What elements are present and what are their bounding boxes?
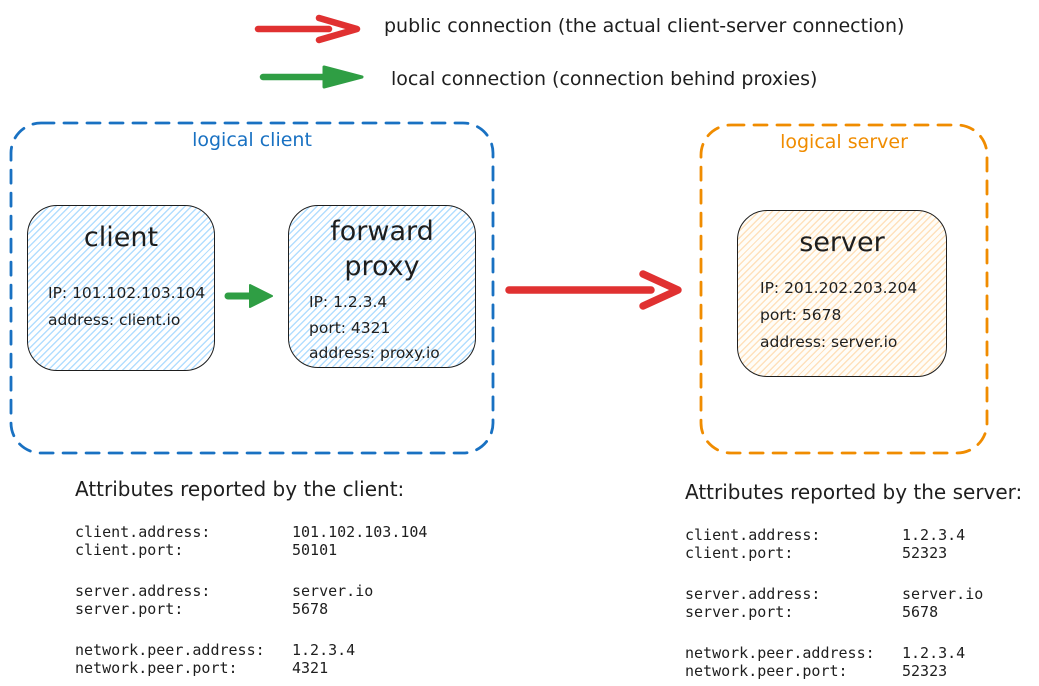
logical-server-box [699,123,989,455]
client-report-group-server: server.address: server.io server.port: 5… [75,582,465,618]
attr-row: server.address: server.io [685,585,1039,603]
attr-key: client.port: [75,541,184,559]
attr-value: 4321 [292,659,329,677]
attr-row: network.peer.port: 52323 [685,662,1039,680]
attr-value: 1.2.3.4 [902,644,966,662]
forward-proxy-node-details: IP: 1.2.3.4 port: 4321 address: proxy.io [309,290,440,367]
public-connection-label: public connection (the actual client-ser… [384,15,905,37]
attr-value: server.io [902,585,984,603]
server-report-group-client: client.address: 1.2.3.4 client.port: 523… [685,526,1039,562]
attr-value: 1.2.3.4 [292,641,356,659]
attr-value: 52323 [902,544,948,562]
forward-proxy-node: forward proxy IP: 1.2.3.4 port: 4321 add… [288,205,476,368]
attr-key: client.port: [685,544,794,562]
client-node: client IP: 101.102.103.104 address: clie… [27,205,215,371]
server-node: server IP: 201.202.203.204 port: 5678 ad… [737,210,947,377]
server-node-details: IP: 201.202.203.204 port: 5678 address: … [760,275,917,356]
logical-client-box [9,121,495,455]
attr-key: client.address: [685,526,821,544]
client-node-address: address: client.io [48,311,181,329]
attr-row: client.address: 1.2.3.4 [685,526,1039,544]
forward-proxy-node-title: forward proxy [330,216,434,282]
attr-key: network.peer.address: [685,644,875,662]
server-report-title: Attributes reported by the server: [685,480,1023,504]
server-node-port: port: 5678 [760,306,842,324]
server-report-group-server: server.address: server.io server.port: 5… [685,585,1039,621]
forward-proxy-node-ip: IP: 1.2.3.4 [309,293,388,311]
attr-row: client.address: 101.102.103.104 [75,523,465,541]
attr-key: network.peer.port: [75,659,238,677]
attr-row: server.address: server.io [75,582,465,600]
attr-key: server.port: [75,600,184,618]
server-report: Attributes reported by the server: clien… [685,480,1039,686]
forward-proxy-node-address: address: proxy.io [309,344,440,362]
client-node-ip: IP: 101.102.103.104 [48,284,206,302]
attr-row: client.port: 52323 [685,544,1039,562]
forward-proxy-node-port: port: 4321 [309,318,391,337]
attr-row: network.peer.port: 4321 [75,659,465,677]
server-node-address: address: server.io [760,333,898,351]
client-report-title: Attributes reported by the client: [75,477,405,501]
client-report-group-client: client.address: 101.102.103.104 client.p… [75,523,465,559]
client-report: Attributes reported by the client: clien… [75,477,465,686]
attr-value: 1.2.3.4 [902,526,966,544]
attr-value: 50101 [292,541,338,559]
logical-client-label: logical client [192,129,312,151]
server-node-title: server [799,227,885,258]
attr-key: network.peer.address: [75,641,265,659]
client-report-group-network-peer: network.peer.address: 1.2.3.4 network.pe… [75,641,465,677]
attr-value: 52323 [902,662,948,680]
attr-value: server.io [292,582,374,600]
attr-row: network.peer.address: 1.2.3.4 [75,641,465,659]
public-connection-arrow-icon [254,14,361,44]
attr-key: server.address: [685,585,821,603]
server-node-ip: IP: 201.202.203.204 [760,279,918,297]
local-connection-arrow-icon [259,65,364,89]
attr-value: 5678 [902,603,939,621]
client-to-proxy-arrow-icon [224,284,273,308]
attr-value: 5678 [292,600,329,618]
client-node-details: IP: 101.102.103.104 address: client.io [48,280,205,334]
attr-row: server.port: 5678 [75,600,465,618]
attr-row: server.port: 5678 [685,603,1039,621]
attr-row: client.port: 50101 [75,541,465,559]
attr-key: server.port: [685,603,794,621]
attr-key: server.address: [75,582,211,600]
attr-key: network.peer.port: [685,662,848,680]
client-node-title: client [83,222,159,253]
attr-value: 101.102.103.104 [292,523,428,541]
attr-key: client.address: [75,523,211,541]
logical-server-label: logical server [780,131,908,153]
proxy-to-server-arrow-icon [505,270,682,310]
attr-row: network.peer.address: 1.2.3.4 [685,644,1039,662]
server-report-group-network-peer: network.peer.address: 1.2.3.4 network.pe… [685,644,1039,680]
local-connection-label: local connection (connection behind prox… [391,68,818,90]
